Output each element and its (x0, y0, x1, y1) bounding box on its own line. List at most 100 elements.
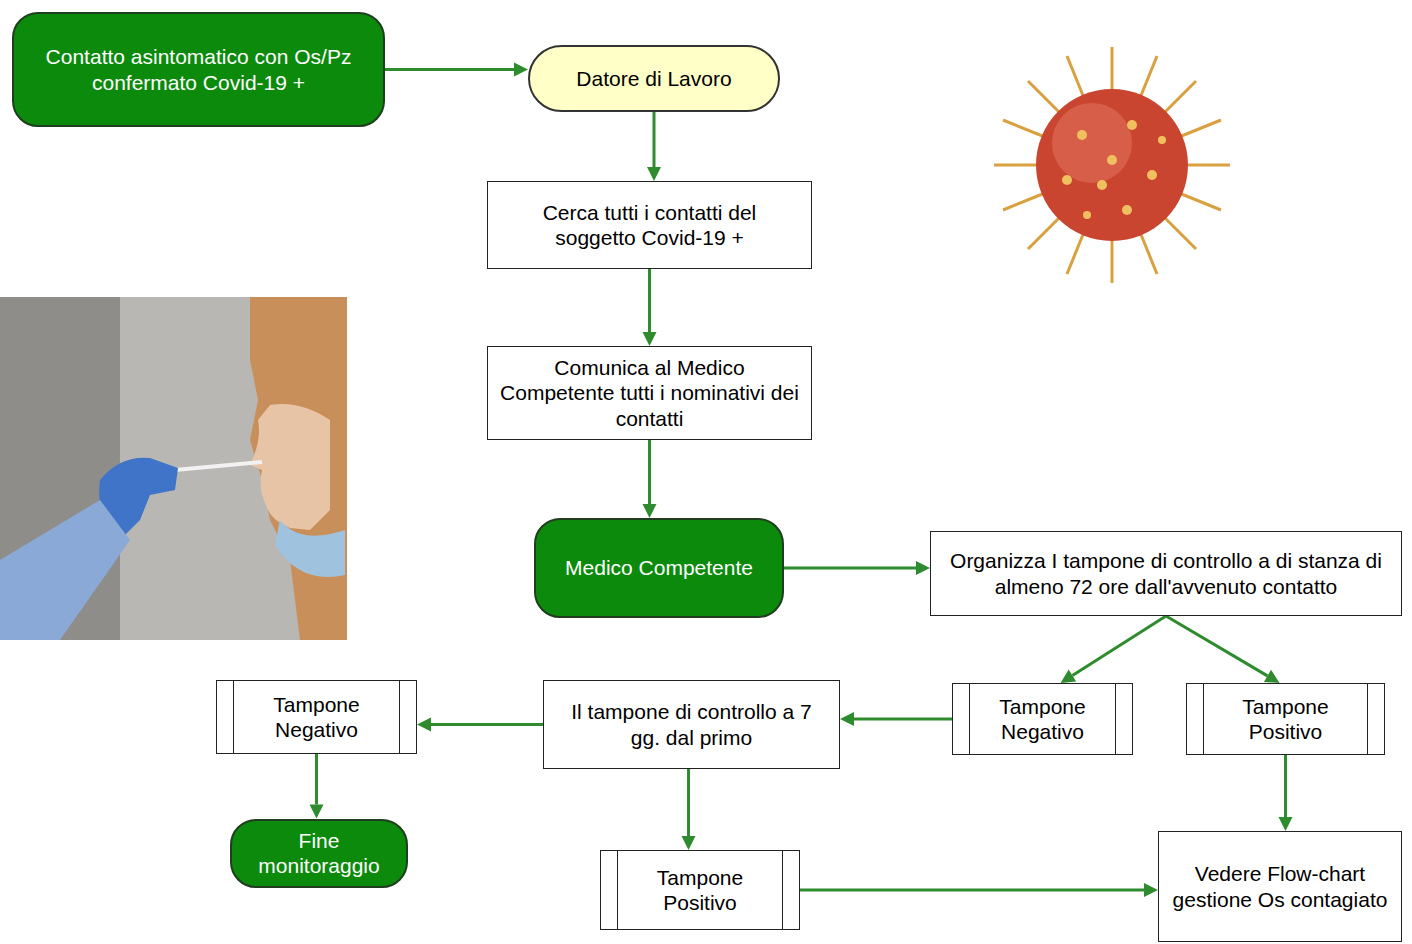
photo-mask (275, 520, 345, 577)
process-box: Comunica al Medico Competente tutti i no… (487, 346, 812, 440)
text-wrap: Medico Competente (553, 551, 765, 584)
node-text: Il tampone di controllo a 7 gg. dal prim… (544, 695, 839, 753)
node-text: Tampone Positivo (601, 861, 799, 919)
flow-arrow (1279, 755, 1293, 831)
arrow-head (1144, 883, 1158, 897)
result-box: Tampone Positivo (1186, 683, 1385, 755)
arrow-line (854, 718, 952, 721)
text-wrap: Cerca tutti i contatti del soggetto Covi… (488, 196, 811, 254)
node-text: Comunica al Medico Competente tutti i no… (488, 351, 811, 435)
arrow-head (417, 718, 431, 732)
reference-box: Vedere Flow-chart gestione Os contagiato (1158, 831, 1402, 942)
flow-arrow (417, 718, 543, 732)
node-text: Datore di Lavoro (564, 62, 743, 95)
node-text: Cerca tutti i contatti del soggetto Covi… (488, 196, 811, 254)
arrow-head (643, 504, 657, 518)
arrow-head (682, 836, 696, 850)
flow-arrow (1061, 616, 1166, 683)
flow-arrow (643, 440, 657, 518)
text-wrap: Tampone Positivo (601, 861, 799, 919)
node-text: Fine monitoraggio (232, 824, 406, 882)
text-wrap: Contatto asintomatico con Os/Pz conferma… (14, 40, 383, 98)
process-bar (969, 684, 970, 754)
arrow-head (1264, 670, 1280, 683)
text-wrap: Tampone Positivo (1187, 690, 1384, 748)
arrow-head (916, 561, 930, 575)
text-wrap: Comunica al Medico Competente tutti i no… (488, 351, 811, 435)
text-wrap: Tampone Negativo (953, 690, 1132, 748)
node-text: Medico Competente (553, 551, 765, 584)
flow-arrow (385, 63, 528, 77)
arrow-head (840, 712, 854, 726)
arrow-line (687, 769, 690, 836)
text-wrap: Organizza I tampone di controllo a di st… (931, 544, 1401, 602)
virus-dots (1062, 120, 1166, 219)
photo-face (250, 404, 330, 530)
process-box: Organizza I tampone di controllo a di st… (930, 531, 1402, 616)
flow-arrow (643, 269, 657, 346)
arrow-line (385, 68, 514, 71)
virus-picture (994, 47, 1230, 283)
arrow-head (643, 332, 657, 346)
arrow-line (648, 440, 651, 504)
actor-box: Datore di Lavoro (528, 45, 780, 112)
arrow-head (310, 805, 324, 819)
photo-background (0, 297, 347, 640)
arrow-line (1284, 755, 1287, 817)
arrow-head (647, 167, 661, 181)
result-box: Tampone Positivo (600, 850, 800, 930)
flow-arrow (682, 769, 696, 850)
swab-photo (0, 297, 347, 640)
node-text: Tampone Positivo (1187, 690, 1384, 748)
arrow-head (1279, 817, 1293, 831)
flow-arrow (1166, 616, 1280, 683)
end-box: Fine monitoraggio (230, 819, 408, 888)
start-box: Contatto asintomatico con Os/Pz conferma… (12, 12, 385, 127)
text-wrap: Vedere Flow-chart gestione Os contagiato (1159, 857, 1401, 915)
process-bar (617, 851, 618, 929)
result-box: Tampone Negativo (952, 683, 1133, 755)
flow-arrow (647, 112, 661, 181)
virus-body (1036, 89, 1188, 241)
photo-gown (0, 500, 130, 640)
arrow-head (1061, 670, 1077, 683)
arrow-line (653, 112, 656, 167)
flow-arrow (800, 883, 1158, 897)
arrow-line (648, 269, 651, 332)
photo-hair (250, 297, 347, 640)
actor-box: Medico Competente (534, 518, 784, 618)
photo-swab (175, 462, 262, 470)
flow-arrow (784, 561, 930, 575)
node-text: Tampone Negativo (953, 690, 1132, 748)
virus-spikes (994, 47, 1230, 283)
arrow-line (315, 754, 318, 805)
process-bar (1115, 684, 1116, 754)
process-bar (1367, 684, 1368, 754)
arrow-line (784, 567, 916, 570)
arrow-line (431, 723, 543, 726)
virus-highlight (1052, 103, 1132, 183)
text-wrap: Il tampone di controllo a 7 gg. dal prim… (544, 695, 839, 753)
arrow-head (514, 63, 528, 77)
result-box: Tampone Negativo (216, 680, 417, 754)
flow-arrow (840, 712, 952, 726)
flow-arrow (310, 754, 324, 819)
node-text: Tampone Negativo (217, 688, 416, 746)
text-wrap: Tampone Negativo (217, 688, 416, 746)
arrow-line (800, 889, 1144, 892)
text-wrap: Datore di Lavoro (564, 62, 743, 95)
process-bar (782, 851, 783, 929)
arrow-line (1166, 616, 1267, 676)
text-wrap: Fine monitoraggio (232, 824, 406, 882)
process-box: Il tampone di controllo a 7 gg. dal prim… (543, 680, 840, 769)
process-bar (233, 681, 234, 753)
node-text: Organizza I tampone di controllo a di st… (931, 544, 1401, 602)
arrow-line (1072, 616, 1166, 675)
process-bar (1203, 684, 1204, 754)
node-text: Contatto asintomatico con Os/Pz conferma… (14, 40, 383, 98)
process-bar (399, 681, 400, 753)
node-text: Vedere Flow-chart gestione Os contagiato (1159, 857, 1401, 915)
